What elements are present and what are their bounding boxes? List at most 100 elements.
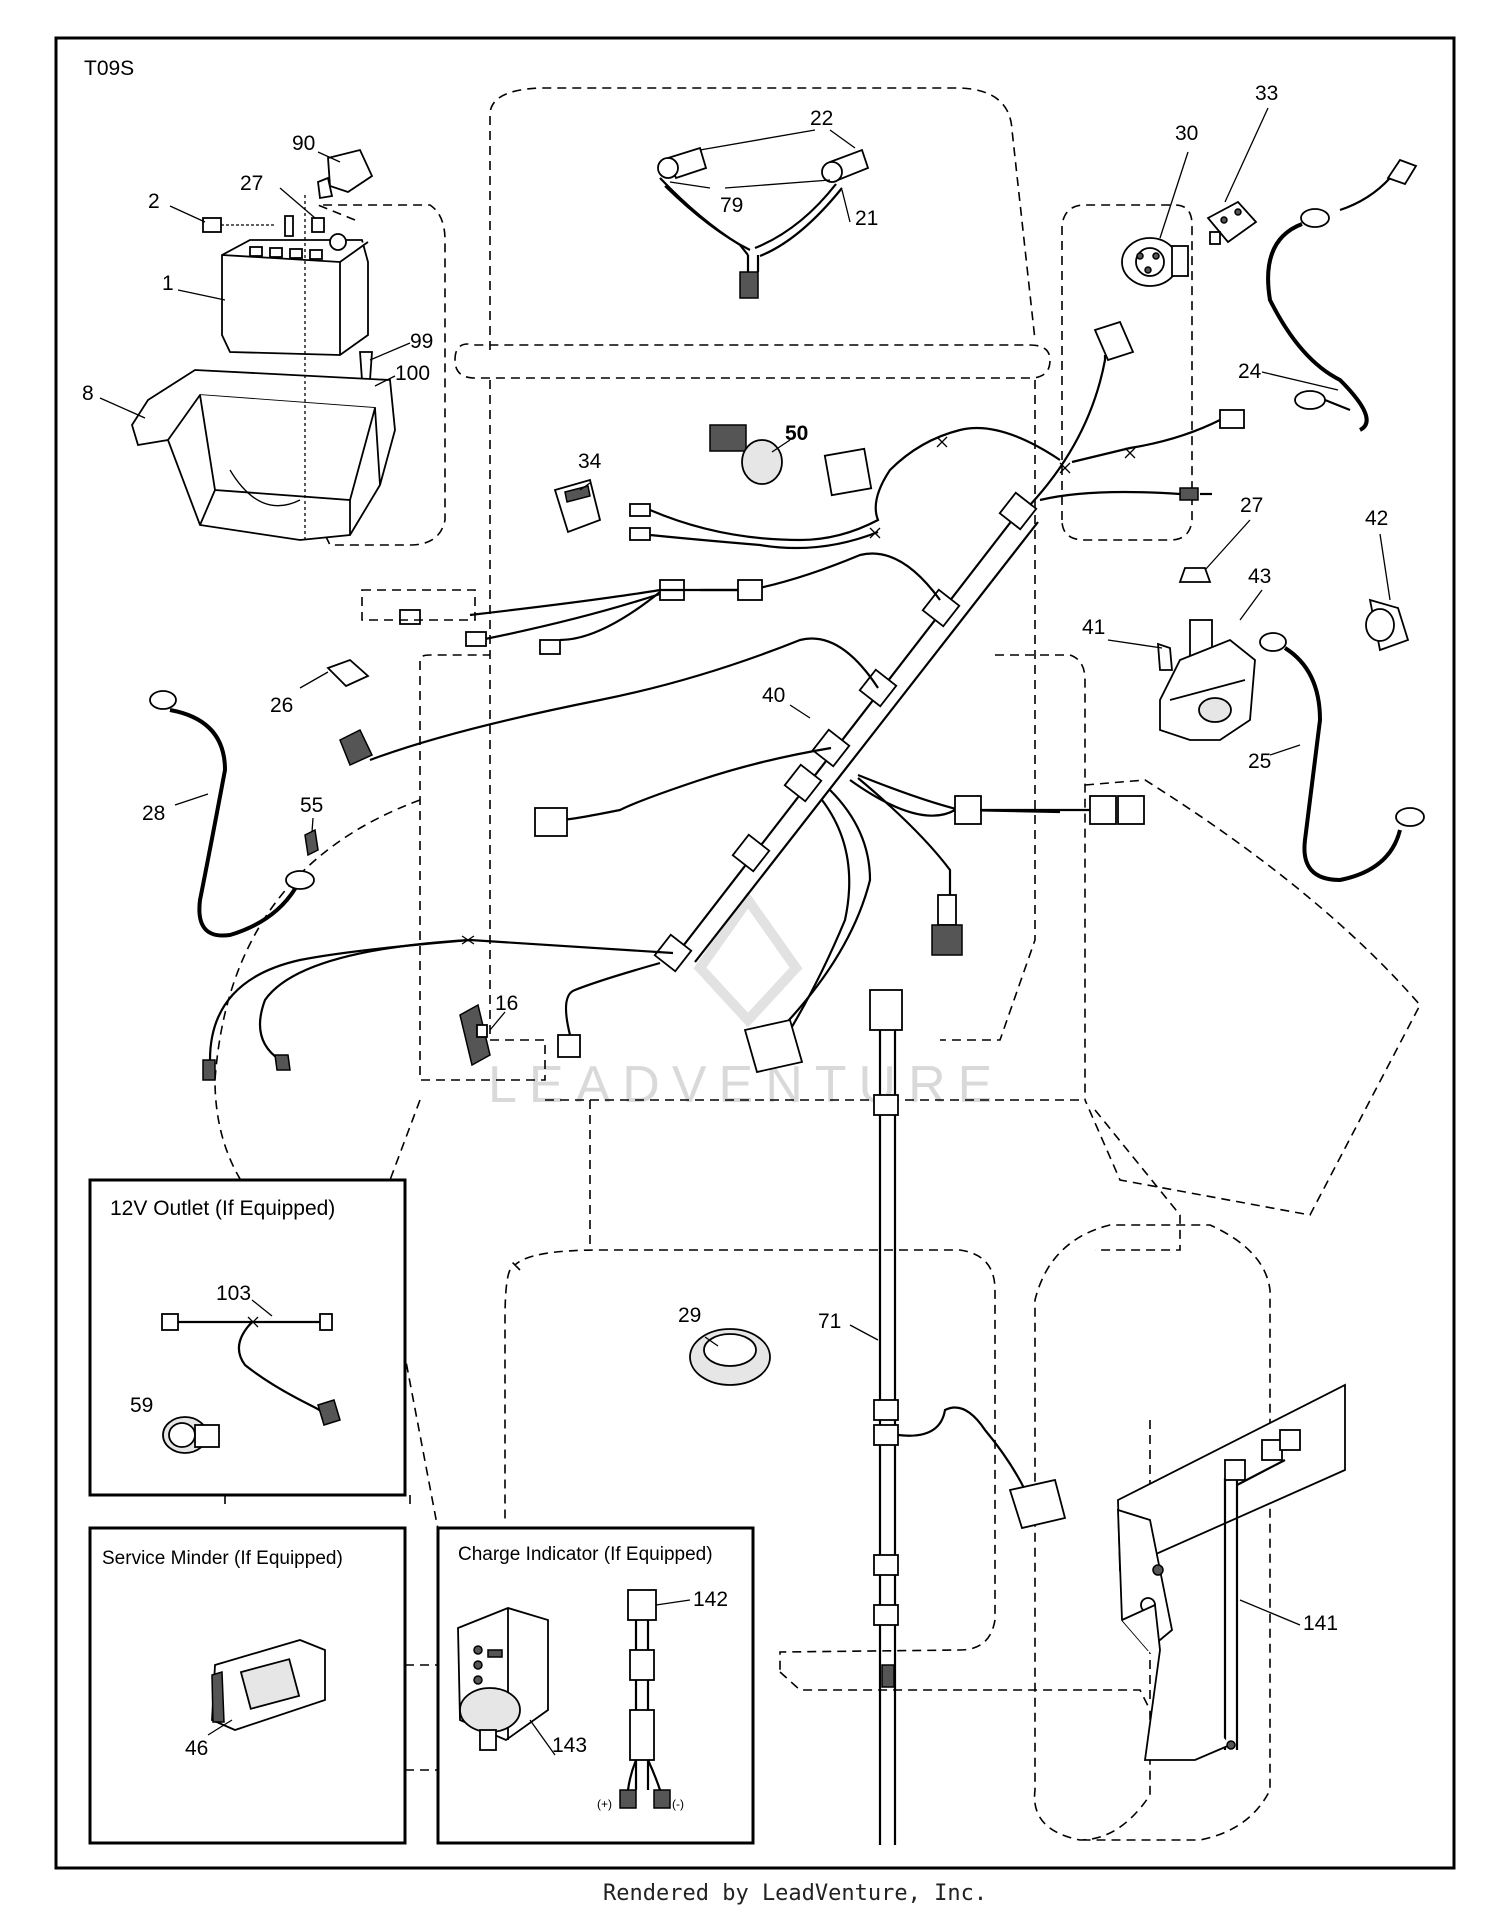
callout-labels: 90 2 27 1 99 100 8 22 79 21 30 33 24 34 … (82, 82, 1388, 1760)
top-connector-icon (1093, 320, 1135, 362)
callout-142: 142 (693, 1588, 728, 1611)
diagram-code: T09S (84, 57, 134, 80)
inset-charge-indicator: Charge Indicator (If Equipped) (+) (-) (436, 1526, 755, 1845)
callout-25: 25 (1248, 750, 1271, 773)
callout-141: 141 (1303, 1612, 1338, 1635)
nut-icon (311, 217, 325, 233)
headlight-harness (657, 146, 870, 299)
seat-switch-plug-icon (931, 924, 963, 956)
callout-50: 50 (785, 422, 808, 445)
ring-lead-icon (1179, 487, 1199, 501)
headlight-connector-icon (739, 271, 759, 299)
charge-indicator-icon (457, 1607, 549, 1751)
footer-credit: Rendered by LeadVenture, Inc. (603, 1881, 987, 1906)
callout-100: 100 (395, 362, 430, 385)
callout-59: 59 (130, 1394, 153, 1417)
terminal-cover-icon (327, 148, 374, 193)
rear-harness (869, 989, 1067, 1845)
callout-55: 55 (300, 794, 323, 817)
callout-40: 40 (762, 684, 785, 707)
diagram-frame (54, 36, 1456, 1870)
battery-group (131, 148, 396, 541)
interlock-panel (1117, 1383, 1346, 1761)
callout-103: 103 (216, 1282, 251, 1305)
callout-28: 28 (142, 802, 165, 825)
fuse-icon (326, 658, 370, 688)
outlet-connector-icon (161, 1313, 179, 1331)
callout-26: 26 (270, 694, 293, 717)
ring-terminal-icon (1300, 208, 1330, 228)
callout-42: 42 (1365, 507, 1388, 530)
watermark: LEADVENTURE (488, 891, 1004, 1114)
battery-cable-negative (1259, 632, 1425, 883)
callout-143: 143 (552, 1734, 587, 1757)
battery-tray-icon (131, 369, 396, 541)
callout-33: 33 (1255, 82, 1278, 105)
headlight-bulb-right-icon (821, 148, 870, 183)
relay-plate-icon (823, 447, 873, 497)
power-outlet-icon (162, 1416, 220, 1454)
positive-terminal-label: (+) (597, 1797, 612, 1811)
callout-90: 90 (292, 132, 315, 155)
solenoid-icon (1159, 619, 1256, 741)
inset-charge-indicator-title: Charge Indicator (If Equipped) (458, 1544, 713, 1565)
ignition-switch-icon (1121, 237, 1189, 287)
terminal-boot-icon (1386, 158, 1418, 186)
center-connector-icon (534, 807, 568, 837)
inset-12v-outlet: 12V Outlet (If Equipped) (88, 1178, 407, 1497)
hour-meter-icon (689, 1328, 771, 1386)
relay-icon (459, 1003, 491, 1067)
callout-43: 43 (1248, 565, 1271, 588)
rear-connector-icon (1008, 1478, 1067, 1530)
plug-connector-icon (1219, 409, 1245, 429)
callout-99: 99 (410, 330, 433, 353)
small-connector-icon (557, 1034, 581, 1058)
callout-27a: 27 (240, 172, 263, 195)
plug-icon (339, 728, 374, 767)
headlight-bulb-left-icon (657, 146, 708, 180)
callout-21: 21 (855, 207, 878, 230)
inset-service-minder: Service Minder (If Equipped) (88, 1526, 407, 1845)
service-minder-icon (211, 1639, 326, 1731)
callout-79: 79 (720, 194, 743, 217)
clutch-connector-icon (743, 1018, 804, 1074)
spade-lead-icon (629, 503, 651, 517)
bolt-icon-2 (1156, 642, 1173, 671)
inset-12v-outlet-title: 12V Outlet (If Equipped) (110, 1197, 335, 1220)
solenoid-group (1156, 567, 1410, 741)
main-harness (202, 320, 1245, 1081)
rear-harness-connector-icon (869, 989, 903, 1031)
callout-16: 16 (495, 992, 518, 1015)
battery-icon (221, 215, 369, 356)
callout-41: 41 (1082, 616, 1105, 639)
key-icon (1206, 200, 1258, 245)
pto-switch-icon (553, 478, 602, 534)
callout-29: 29 (678, 1304, 701, 1327)
terminal-boot-icon-2 (1365, 598, 1410, 652)
ground-cable (149, 690, 319, 938)
ring-lead-icon-3 (399, 609, 421, 625)
screw-icon (359, 351, 373, 381)
bolt-icon (202, 217, 222, 233)
watermark-text: LEADVENTURE (488, 1056, 1004, 1114)
ignition-switch-group (1121, 200, 1258, 287)
callout-71: 71 (818, 1310, 841, 1333)
callout-2: 2 (148, 190, 160, 213)
callout-22: 22 (810, 107, 833, 130)
light-switch-icon (709, 424, 783, 485)
switches-group (553, 424, 873, 534)
callout-46: 46 (185, 1737, 208, 1760)
spade-lead-icon-2 (629, 527, 651, 541)
callout-27b: 27 (1240, 494, 1263, 517)
nut-icon-2 (1178, 567, 1212, 583)
battery-cable-positive (1266, 158, 1418, 432)
callout-30: 30 (1175, 122, 1198, 145)
callout-1: 1 (162, 272, 174, 295)
inset-service-minder-title: Service Minder (If Equipped) (102, 1548, 343, 1569)
leader-lines (99, 107, 1391, 1756)
callout-24: 24 (1238, 360, 1262, 383)
callout-8: 8 (82, 382, 94, 405)
negative-terminal-label: (-) (672, 1797, 684, 1811)
callout-34: 34 (578, 450, 602, 473)
